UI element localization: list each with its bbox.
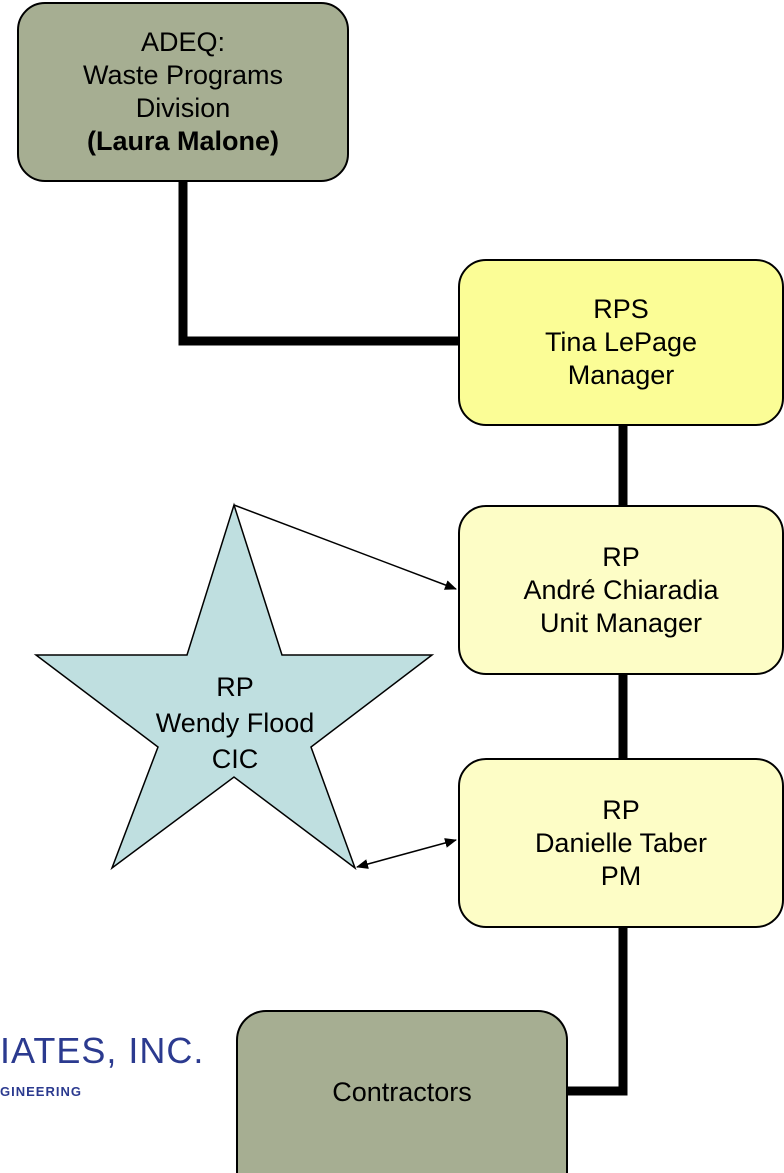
node-rps-line2: Tina LePage <box>544 327 698 357</box>
node-adeq: ADEQ: Waste Programs Division (Laura Mal… <box>17 2 349 182</box>
node-rps-line1: RPS <box>593 294 649 324</box>
node-rps-line3: Manager <box>567 360 675 390</box>
node-adeq-line4: (Laura Malone) <box>86 126 280 156</box>
node-taber-line2: Danielle Taber <box>534 827 708 858</box>
node-chiaradia-line2: André Chiaradia <box>523 574 719 605</box>
arrow-star-taber <box>356 838 457 869</box>
node-chiaradia: RP André Chiaradia Unit Manager <box>458 505 784 675</box>
node-taber-line3: PM <box>600 860 642 891</box>
star-line2: Wendy Flood <box>155 708 315 738</box>
node-rps: RPS Tina LePage Manager <box>458 259 784 426</box>
company-logo-name: IATES, INC. <box>0 1030 205 1071</box>
node-taber-line1: RP <box>602 794 640 825</box>
connector-adeq-rps <box>178 180 460 346</box>
arrow-star-to-chiaradia <box>233 504 457 590</box>
node-chiaradia-line1: RP <box>602 541 640 572</box>
star-line1: RP <box>216 672 254 702</box>
star-line3: CIC <box>211 744 259 774</box>
node-adeq-line2: Waste Programs <box>82 60 284 90</box>
node-adeq-line1: ADEQ: <box>140 27 226 57</box>
node-adeq-line3: Division <box>135 93 231 123</box>
connector-taber-contractors <box>566 926 628 1096</box>
company-logo-tagline: GINEERING <box>0 1084 82 1099</box>
star-shape <box>33 502 435 871</box>
node-contractors-label: Contractors <box>332 1077 472 1107</box>
node-taber: RP Danielle Taber PM <box>458 758 784 928</box>
node-contractors: Contractors <box>236 1010 568 1173</box>
star-label: RP Wendy Flood CIC <box>100 669 370 777</box>
node-chiaradia-line3: Unit Manager <box>539 607 703 638</box>
